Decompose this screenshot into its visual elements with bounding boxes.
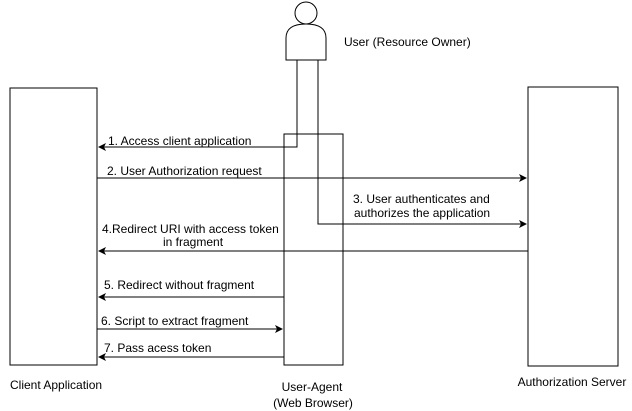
message-6-label: 6. Script to extract fragment — [101, 314, 249, 328]
user-agent-sublabel: (Web Browser) — [273, 396, 353, 410]
message-5-label: 5. Redirect without fragment — [104, 278, 255, 292]
arrow-1 — [98, 60, 298, 151]
message-4-label-line1: 4.Redirect URI with access token — [102, 222, 279, 236]
client-application-label: Client Application — [10, 378, 102, 392]
authorization-server-label: Authorization Server — [518, 375, 627, 389]
user-label: User (Resource Owner) — [344, 35, 471, 49]
user-agent-box — [283, 133, 344, 366]
message-2-label: 2. User Authorization request — [107, 164, 262, 178]
user-figure-icon — [285, 1, 327, 61]
authorization-server-box — [527, 86, 619, 367]
arrow-3 — [317, 60, 527, 228]
message-7-label: 7. Pass acess token — [104, 341, 211, 355]
client-application-box — [9, 87, 98, 366]
message-4-label-line2: in fragment — [163, 235, 224, 249]
user-agent-label: User-Agent — [282, 380, 343, 394]
message-3-label-line1: 3. User authenticates and — [353, 192, 490, 206]
message-3-label-line2: authorizes the application — [354, 206, 490, 220]
message-1-label: 1. Access client application — [108, 134, 251, 148]
